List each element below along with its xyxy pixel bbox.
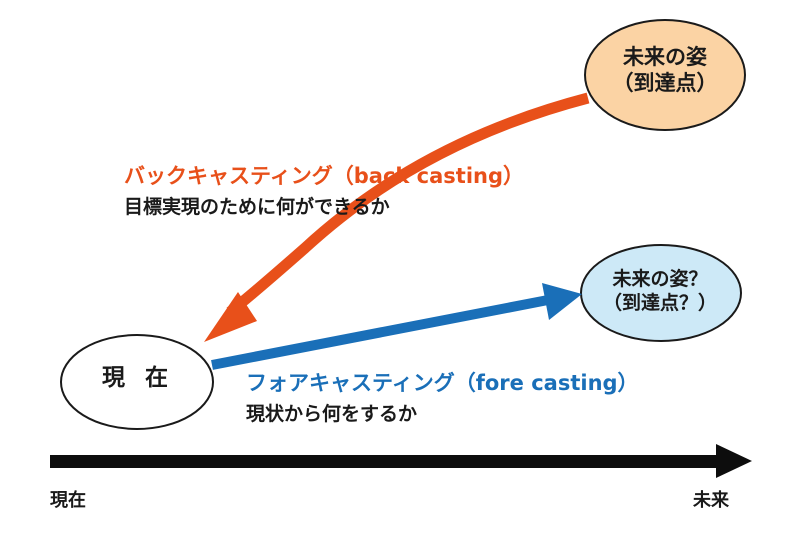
future-question-node: [580, 244, 742, 342]
timeline-axis-head: [716, 444, 752, 478]
timeline-axis-line: [50, 455, 720, 468]
future-node-line1: 未来の姿: [623, 45, 707, 69]
backcasting-title: バックキャスティング（back casting）: [124, 164, 525, 188]
future-question-node-label: 未来の姿？ （到達点？）: [575, 268, 745, 316]
future-node-label: 未来の姿 （到達点）: [590, 44, 740, 97]
future-node-line2: （到達点）: [612, 71, 718, 96]
future-question-node-line1: 未来の姿？: [612, 268, 708, 290]
forecasting-description: 現状から何をするか: [246, 403, 418, 425]
future-question-node-line2: （到達点？）: [602, 291, 717, 314]
forecasting-arrow-line: [211, 295, 549, 370]
present-node: [60, 334, 214, 430]
forecasting-arrow-head: [542, 283, 582, 320]
backcasting-description: 目標実現のために何ができるか: [124, 196, 390, 218]
backcasting-arrow-head: [204, 292, 257, 342]
timeline-end-label: 未来: [693, 490, 729, 511]
future-node: [584, 19, 746, 131]
forecasting-title: フォアキャスティング（fore casting）: [246, 371, 639, 395]
timeline-start-label: 現在: [50, 490, 86, 511]
backcasting-arrow-curve: [226, 92, 590, 317]
present-node-label: 現 在: [101, 365, 174, 391]
